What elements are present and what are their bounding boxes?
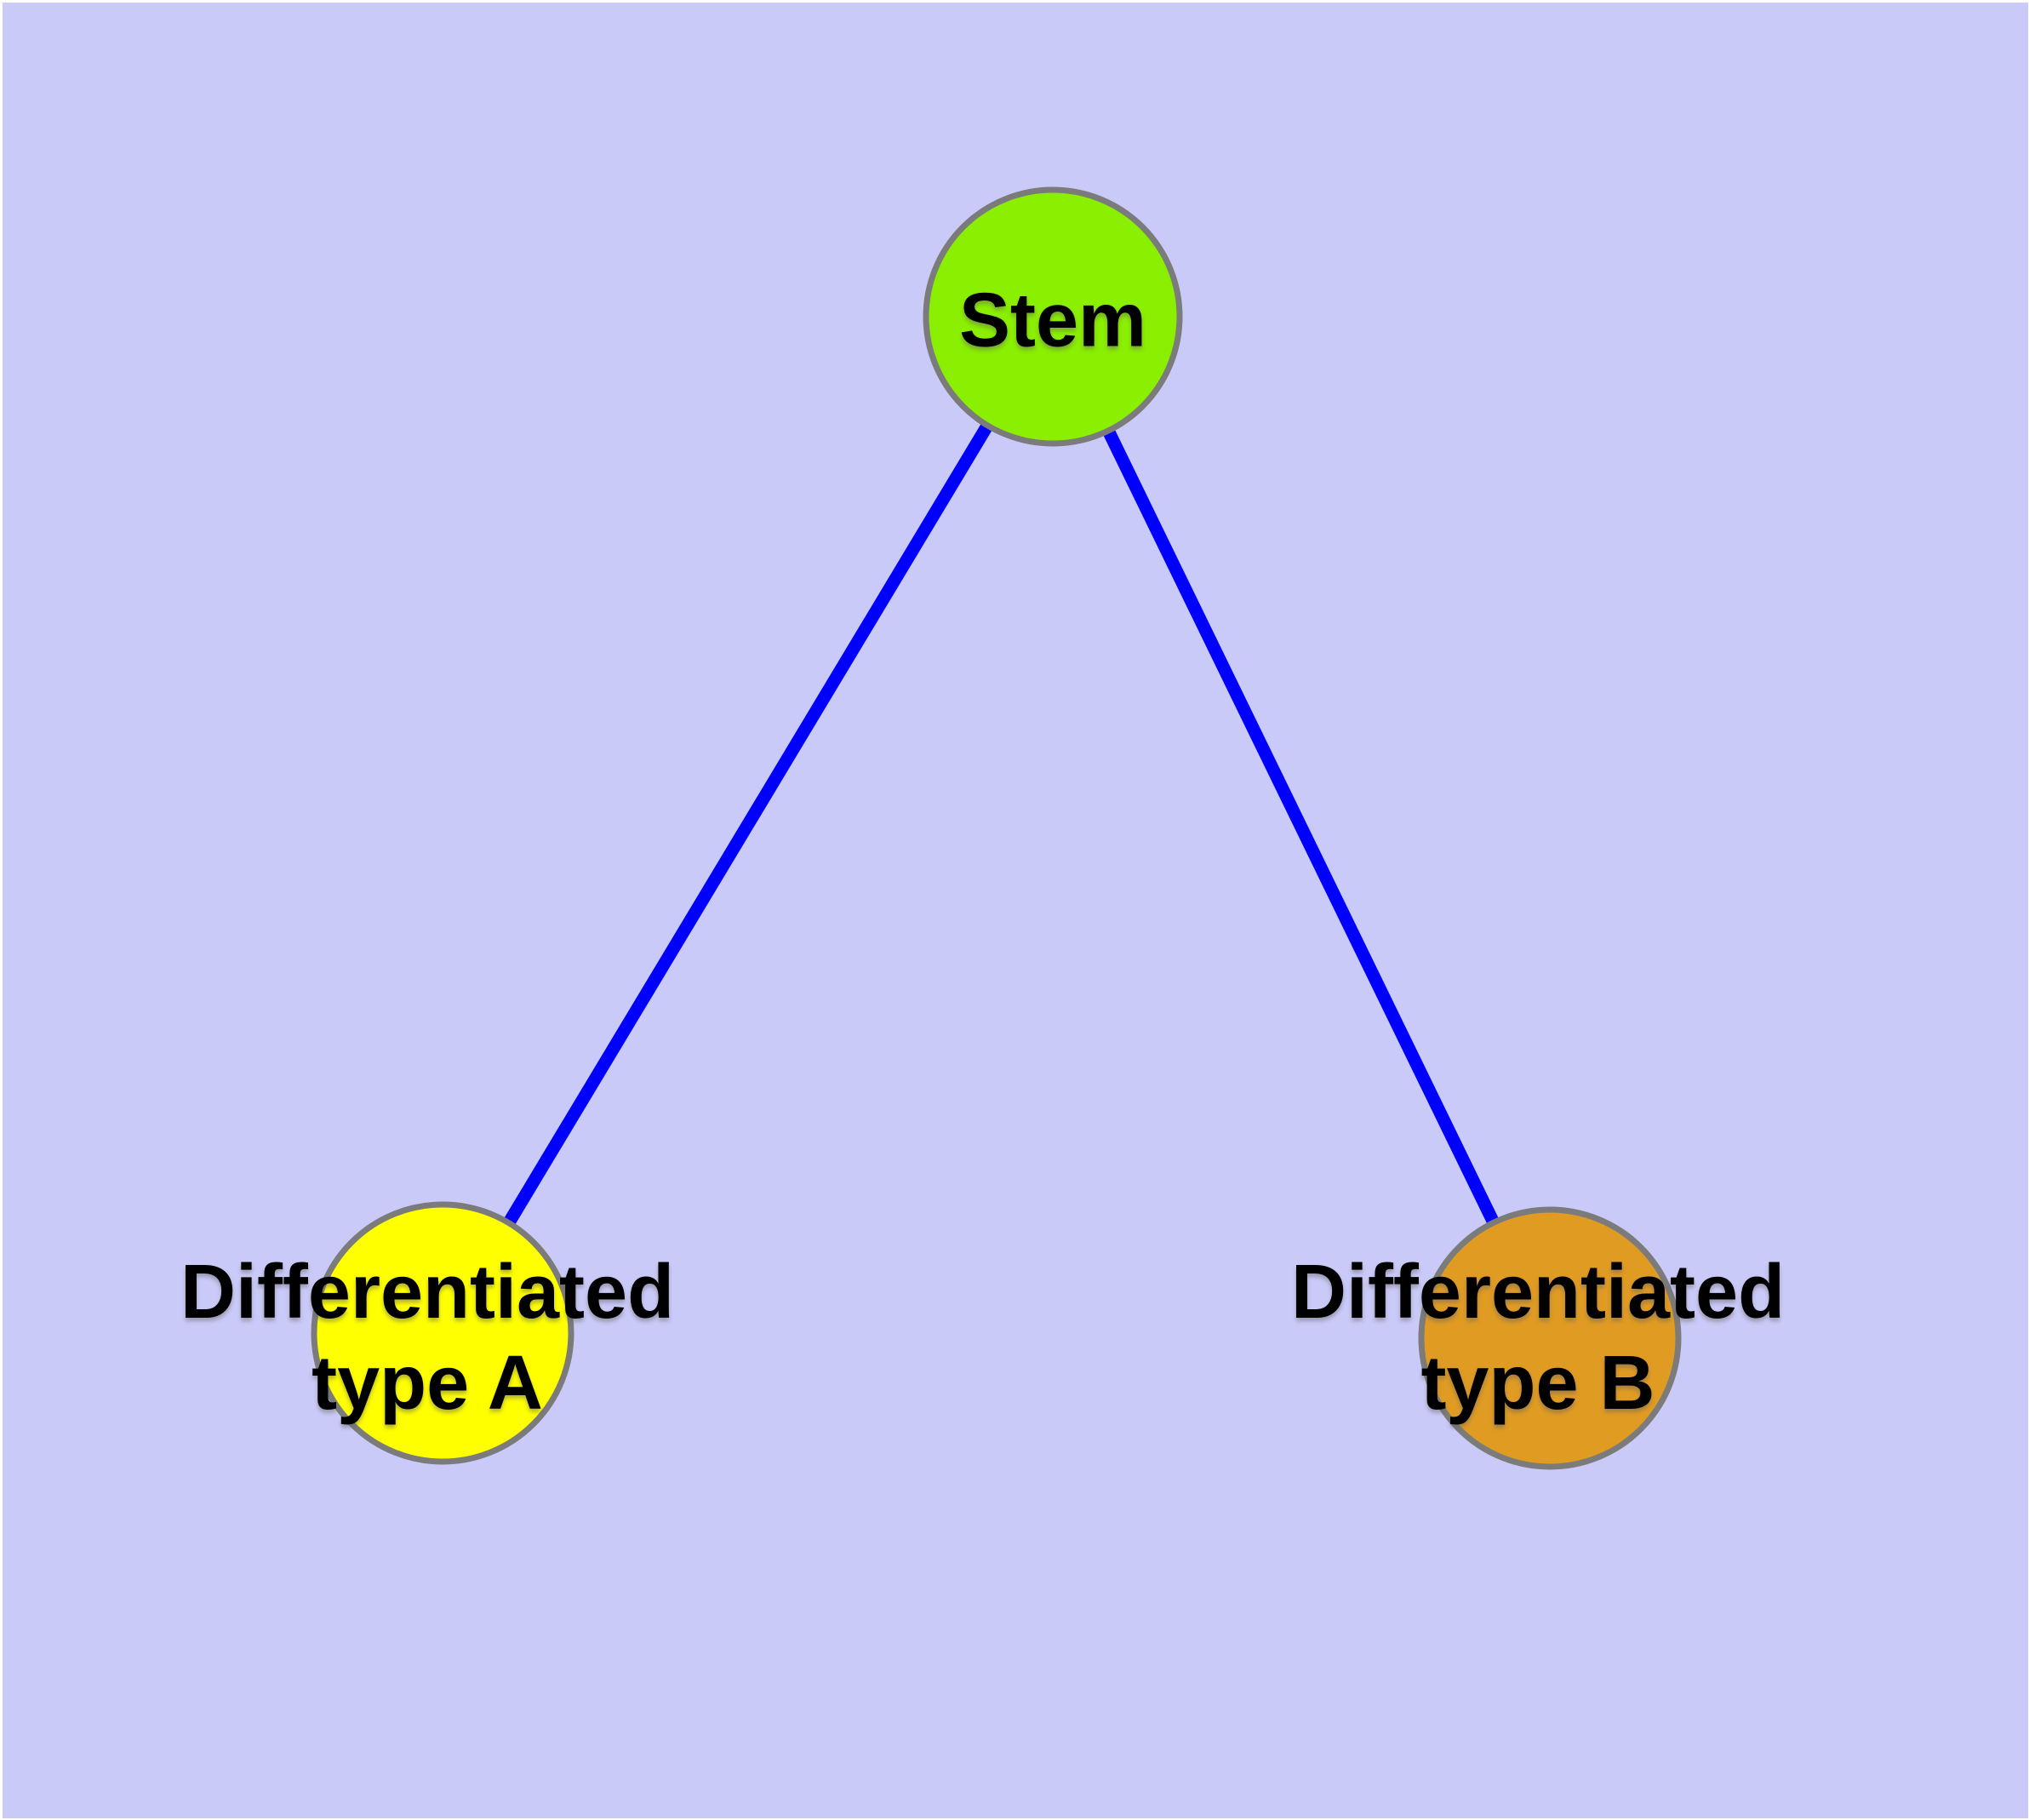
edge-stem-to-type-a [437,313,1059,1336]
type-a-label-line2: type A [311,1341,543,1426]
type-a-node-label: Differentiated type A [180,1247,674,1429]
type-a-node-circle [311,1201,574,1465]
stem-node-label: Stem [958,278,1147,363]
type-b-label-line1: Differentiated [1290,1250,1786,1335]
type-b-node-label: Differentiated type B [1291,1247,1785,1429]
edge-stem-to-type-b [1047,313,1556,1342]
type-b-node-circle [1418,1206,1682,1470]
type-b-label-line2: type B [1420,1341,1655,1426]
stem-node-circle [923,186,1183,447]
type-a-label-line1: Differentiated [180,1250,675,1335]
